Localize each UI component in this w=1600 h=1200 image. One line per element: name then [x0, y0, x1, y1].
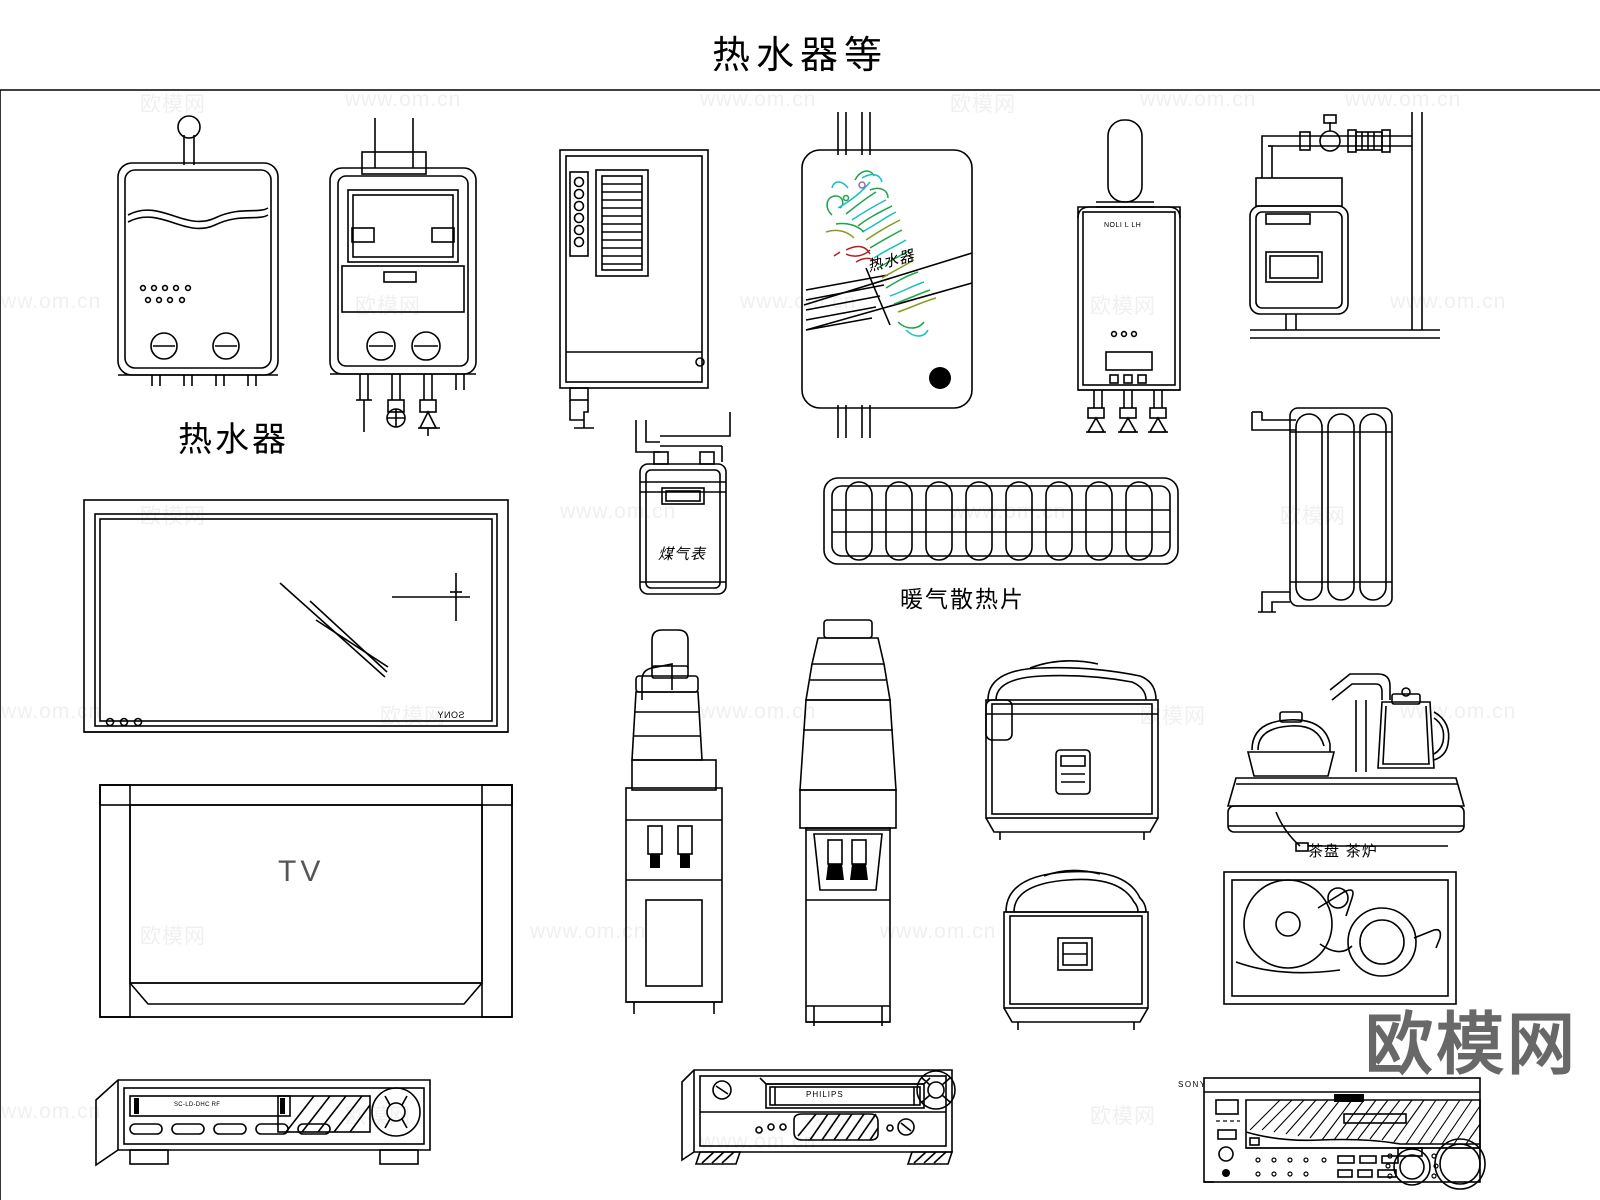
label-tv-brand: SONY: [437, 710, 465, 720]
brand-vcr: PHILIPS: [806, 1090, 844, 1099]
label-tv: TV: [278, 855, 325, 888]
block-audio-tuner-deck: [95, 1079, 431, 1167]
block-av-receiver-amplifier: [1203, 1077, 1486, 1190]
floral-decoration: [825, 170, 937, 337]
label-tea-tray-stove: 茶盘 茶炉: [1308, 842, 1378, 860]
block-water-dispenser-compact: [625, 629, 723, 1014]
label-water-heater: 热水器: [178, 420, 289, 460]
block-gas-meter-elevation: [635, 412, 731, 595]
block-rice-cooker-large: [985, 660, 1159, 840]
block-tea-tray-plan-view: [1223, 871, 1457, 1005]
block-condensing-boiler: [1077, 119, 1181, 433]
label-gas-meter: 煤气表: [658, 545, 707, 563]
block-column-radiator-piped: [1251, 407, 1393, 613]
block-wall-gas-water-heater-flue: [329, 118, 477, 436]
brand-receiver: SONY: [1178, 1080, 1207, 1089]
block-flat-screen-television: [83, 499, 509, 733]
block-television-cabinet-stand: [99, 784, 513, 1018]
block-tea-tray-with-kettle: [1226, 673, 1466, 852]
sheet-title: 热水器等: [711, 33, 888, 77]
block-wall-gas-water-heater-rounded: [117, 115, 279, 386]
block-gas-meter-assembly-piped: [1249, 112, 1440, 339]
block-video-cassette-recorder: [681, 1069, 956, 1165]
block-water-dispenser-tall: [799, 619, 897, 1026]
watermark-logo: 欧模网: [1364, 1006, 1578, 1085]
brand-tuner: SC-LD-DHC RF: [174, 1102, 221, 1108]
block-rice-cooker-small: [1003, 869, 1149, 1030]
brand-boiler-small: NOLI L LH: [1104, 222, 1142, 229]
block-panel-radiator-fins: [823, 477, 1179, 565]
block-decorated-water-heater-panel: [801, 112, 973, 438]
label-radiator-fins: 暖气散热片: [900, 587, 1025, 613]
block-wall-boiler-side-vented: [559, 149, 709, 429]
